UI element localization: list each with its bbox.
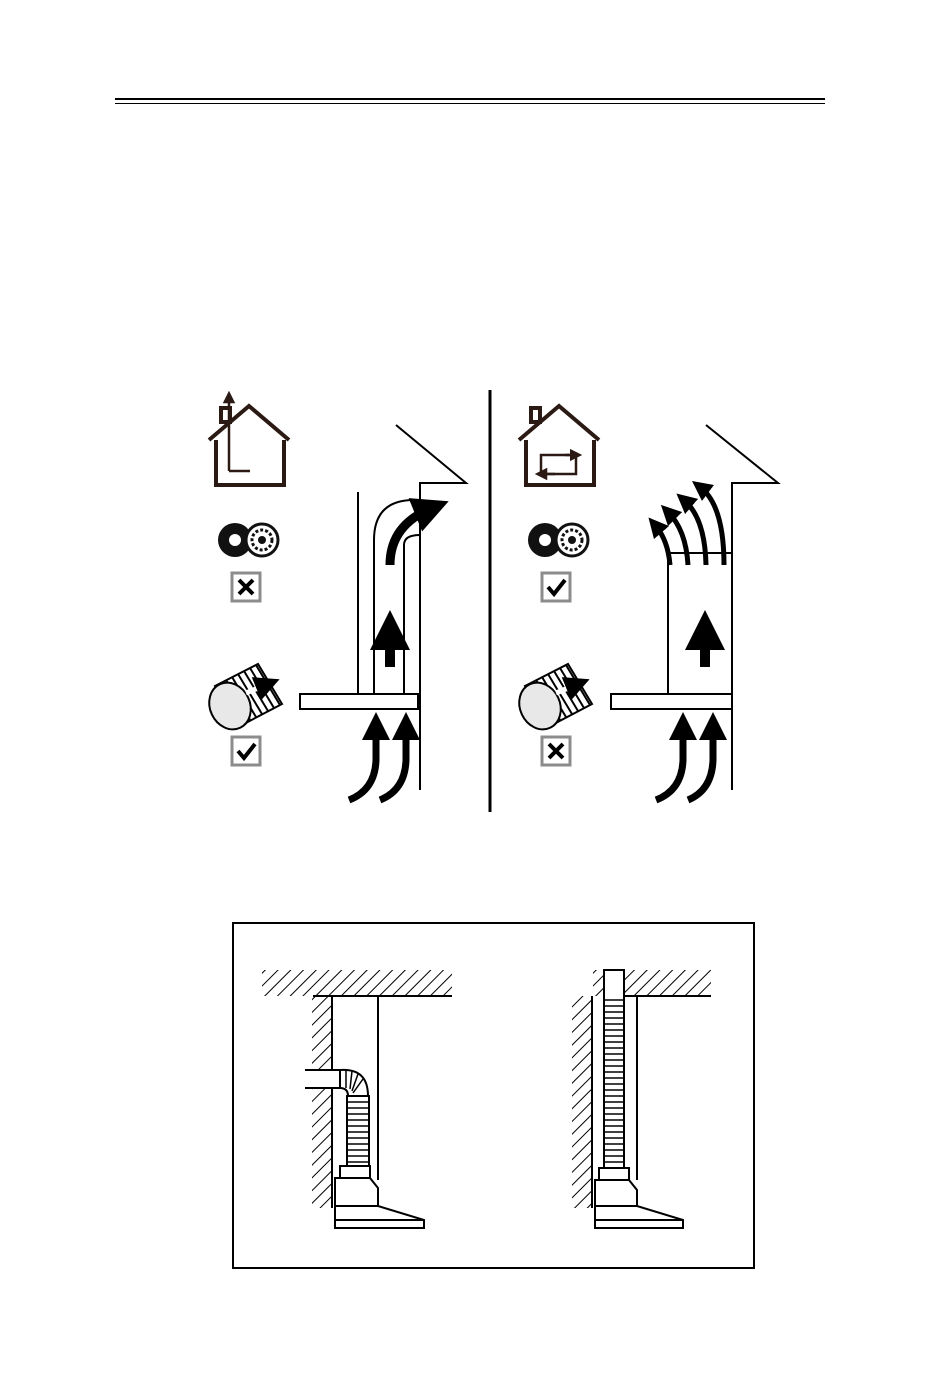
cross-mark-icon (542, 737, 570, 765)
ducted-hood-outlet-diagram (300, 425, 466, 800)
check-mark-icon (542, 573, 570, 601)
carbon-filter-icon (218, 523, 278, 557)
flexible-duct-icon (202, 664, 282, 736)
carbon-filter-icon (528, 523, 588, 557)
check-mark-icon (232, 737, 260, 765)
flexible-duct-icon (512, 664, 592, 736)
house-chimney-exhaust-icon (209, 397, 289, 485)
recirculation-hood-outlet-diagram (611, 425, 778, 800)
cross-mark-icon (232, 573, 260, 601)
house-recirculation-icon (519, 406, 599, 485)
